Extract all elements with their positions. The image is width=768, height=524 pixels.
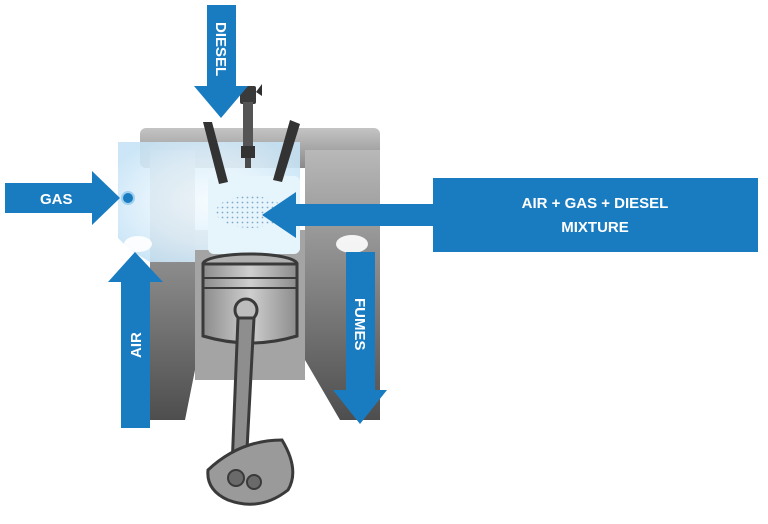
mixture-label-line2: MIXTURE	[561, 219, 629, 236]
valves	[203, 120, 300, 184]
intake-valve-icon	[203, 122, 228, 184]
fumes-label: FUMES	[351, 298, 368, 351]
piston-icon	[201, 252, 299, 345]
mixture-label-line1: AIR + GAS + DIESEL	[522, 195, 669, 212]
diesel-label: DIESEL	[212, 22, 229, 76]
mixture-arrow: AIR + GAS + DIESEL MIXTURE	[262, 178, 758, 252]
exhaust-port-icon	[336, 235, 368, 253]
combustion-chamber	[118, 142, 368, 262]
exhaust-valve-icon	[273, 120, 300, 182]
gas-label: GAS	[40, 191, 73, 208]
intake-port-icon	[124, 236, 152, 252]
air-arrow: AIR	[108, 252, 163, 428]
air-label: AIR	[128, 332, 145, 358]
gas-inlet-icon	[121, 191, 135, 205]
diesel-arrow: DIESEL	[194, 5, 248, 118]
gas-arrow: GAS	[5, 171, 120, 225]
crankshaft-icon	[206, 316, 295, 506]
mixture-dots	[216, 196, 284, 228]
fumes-arrow: FUMES	[333, 252, 387, 424]
